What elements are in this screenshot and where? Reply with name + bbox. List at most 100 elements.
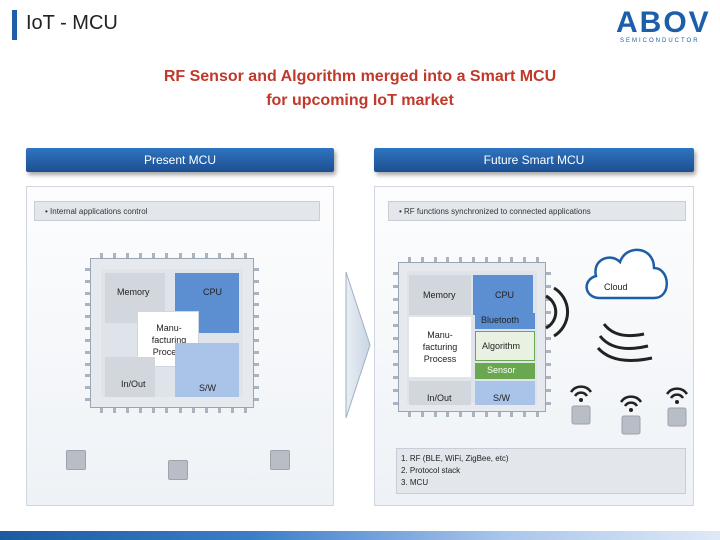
chip-pin — [178, 253, 182, 258]
chip-pin — [204, 253, 208, 258]
chip-pin — [393, 324, 398, 327]
future-mcu-heading: Future Smart MCU — [374, 148, 694, 172]
chip-pin — [420, 412, 424, 417]
chip-pin — [85, 279, 90, 283]
chip-pin — [446, 412, 450, 417]
chip-pin — [497, 412, 501, 417]
chip-pin — [139, 408, 143, 413]
present-component-pad — [66, 450, 86, 470]
chip-pin — [254, 362, 259, 366]
chip-pin — [85, 338, 90, 342]
present-component-pad — [270, 450, 290, 470]
chip-pin — [393, 363, 398, 366]
chip-pin — [459, 412, 463, 417]
chip-pin — [546, 311, 551, 314]
chip-pin — [85, 315, 90, 319]
chip-pin — [100, 408, 103, 413]
chip-pin — [152, 408, 156, 413]
chip-pin — [204, 408, 208, 413]
logo-subtext: SEMICONDUCTOR — [620, 38, 700, 44]
chip-pin — [85, 374, 90, 378]
abov-logo: ABOV SEMICONDUCTOR — [594, 6, 710, 48]
present-mcu-heading: Present MCU — [26, 148, 334, 172]
chip-pin — [536, 412, 539, 417]
future-memory-block: Memory — [409, 275, 471, 315]
chip-pin — [254, 315, 259, 319]
chip-signal-waves-icon — [545, 286, 570, 338]
headline-line-1: RF Sensor and Algorithm merged into a Sm… — [163, 68, 557, 85]
chip-pin — [85, 303, 90, 307]
chip-pin — [217, 408, 221, 413]
wifi-device-icon — [665, 387, 689, 427]
logo-text: ABOV — [616, 6, 711, 39]
wifi-device-icon — [619, 395, 643, 435]
chip-pin — [100, 253, 103, 258]
present-chip: Memory CPU Manu-facturing Process In/Out… — [90, 258, 254, 408]
transition-arrow-icon — [345, 271, 371, 419]
wifi-device-icon — [569, 385, 593, 425]
chip-pin — [393, 350, 398, 353]
title-accent-bar — [12, 10, 17, 40]
chip-pin — [85, 327, 90, 331]
chip-pin — [497, 257, 501, 262]
future-inout-block: In/Out — [409, 381, 471, 405]
future-note: • RF functions synchronized to connected… — [388, 201, 686, 221]
chip-pin — [433, 412, 437, 417]
chip-pin — [393, 376, 398, 379]
chip-pin — [254, 303, 259, 307]
footer-gradient-bar — [0, 531, 720, 540]
future-cpu-block: CPU — [473, 275, 533, 315]
chip-pin — [217, 253, 221, 258]
chip-pin — [254, 327, 259, 331]
future-algorithm-block: Algorithm — [475, 331, 535, 361]
chip-pin — [393, 272, 398, 275]
chip-pin — [420, 257, 424, 262]
present-note: • Internal applications control — [34, 201, 320, 221]
cloud-label: Cloud — [604, 282, 628, 292]
chip-pin — [254, 291, 259, 295]
chip-pin — [536, 257, 539, 262]
chip-pin — [113, 408, 117, 413]
chip-pin — [230, 408, 234, 413]
chip-pin — [546, 363, 551, 366]
chip-pin — [484, 257, 488, 262]
chip-pin — [523, 412, 527, 417]
feature-item-1: 1. RF (BLE, WiFi, ZigBee, etc) — [401, 454, 509, 463]
chip-pin — [393, 389, 398, 392]
chip-pin — [546, 285, 551, 288]
chip-pin — [244, 408, 247, 413]
chip-pin — [191, 253, 195, 258]
chip-pin — [165, 408, 169, 413]
chip-pin — [408, 412, 411, 417]
chip-pin — [546, 402, 551, 405]
cloud-signal-waves-icon — [596, 323, 653, 362]
present-sw-block: S/W — [175, 343, 239, 397]
future-chip: Memory CPU Bluetooth Manu-facturing Proc… — [398, 262, 546, 412]
chip-pin — [152, 253, 156, 258]
chip-pin — [254, 374, 259, 378]
chip-pin — [254, 338, 259, 342]
chip-pin — [510, 257, 514, 262]
chip-pin — [459, 257, 463, 262]
chip-pin — [408, 257, 411, 262]
chip-pin — [510, 412, 514, 417]
chip-pin — [433, 257, 437, 262]
chip-pin — [85, 386, 90, 390]
feature-item-2: 2. Protocol stack — [401, 466, 461, 475]
chip-pin — [126, 408, 130, 413]
cloud-icon — [585, 248, 668, 300]
present-component-pad — [168, 460, 188, 480]
chip-pin — [254, 268, 259, 271]
chip-pin — [113, 253, 117, 258]
chip-pin — [393, 311, 398, 314]
future-sw-block: S/W — [475, 381, 535, 405]
chip-pin — [85, 291, 90, 295]
chip-pin — [85, 268, 90, 271]
future-manufacturing-block: Manu-facturing Process — [409, 317, 471, 377]
chip-pin — [546, 272, 551, 275]
future-sensor-block: Sensor — [475, 363, 535, 379]
chip-pin — [393, 285, 398, 288]
future-bluetooth-block: Bluetooth — [475, 313, 535, 329]
chip-pin — [85, 362, 90, 366]
chip-pin — [178, 408, 182, 413]
